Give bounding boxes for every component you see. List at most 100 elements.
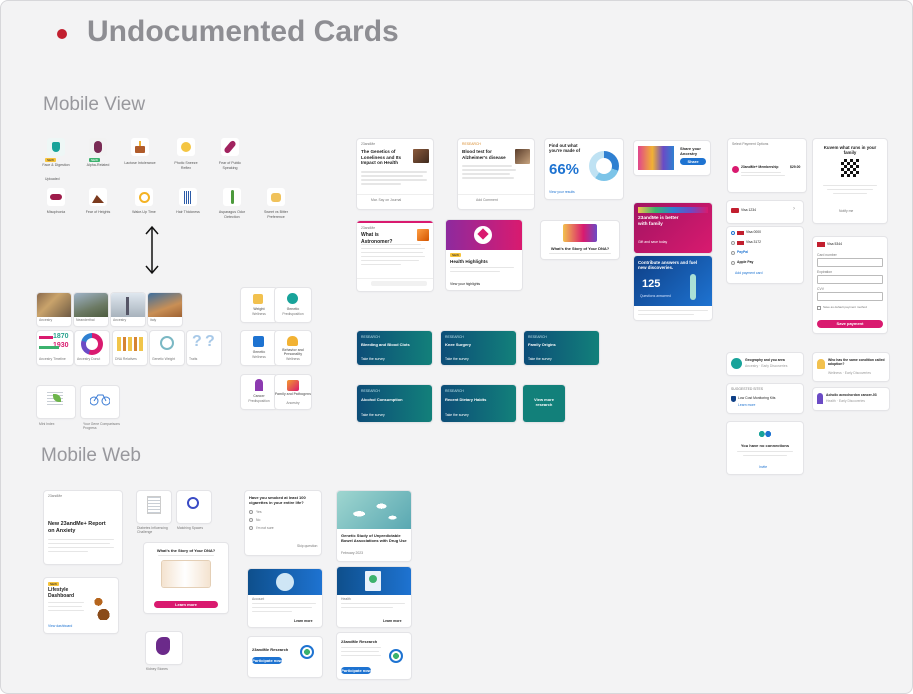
- invite-link[interactable]: Invite: [759, 465, 768, 469]
- dna-story-card[interactable]: What's the Story of Your DNA?: [541, 221, 619, 259]
- contribute-card[interactable]: Contribute answers and fuel new discover…: [634, 256, 712, 320]
- cake-icon[interactable]: [131, 138, 149, 156]
- payment-options-card[interactable]: Select Payment Options 23andMe+ Membersh…: [728, 139, 806, 192]
- payment-method[interactable]: Visa 1234: [741, 208, 757, 212]
- survey-action[interactable]: Take the survey: [445, 357, 469, 361]
- loneliness-card[interactable]: 23andMe The Genetics of Loneliness and I…: [357, 139, 433, 209]
- radio[interactable]: [249, 510, 253, 514]
- card-number-input[interactable]: [817, 258, 883, 267]
- card-footer[interactable]: Mar. Say on Journal: [371, 198, 402, 202]
- asparagus-icon[interactable]: [223, 188, 241, 206]
- bike-card[interactable]: [81, 386, 119, 418]
- card-footer[interactable]: View your highlights: [450, 282, 481, 286]
- photo-card[interactable]: Ancestry: [111, 293, 145, 326]
- payment-methods-card[interactable]: Visa 1234 ›: [727, 201, 803, 223]
- made-of-card[interactable]: Find out what you're made of 66% View yo…: [545, 139, 623, 199]
- shield-icon[interactable]: [47, 138, 65, 156]
- family-gift-card[interactable]: 23andMe is better with family Gift and s…: [634, 203, 712, 253]
- participate-button[interactable]: Participate now: [341, 667, 371, 674]
- card-form[interactable]: Visa 5344 Card number Expiration CVV Sav…: [813, 237, 887, 333]
- learn-more-link[interactable]: Learn more: [294, 619, 313, 623]
- survey-option[interactable]: No: [256, 518, 261, 522]
- smoking-survey-card[interactable]: Have you smoked at least 100 cigarettes …: [245, 491, 321, 555]
- payment-method[interactable]: Visa 0000: [746, 230, 762, 234]
- alzheimer-card[interactable]: RESEARCH Blood test for Alzheimer's dise…: [458, 139, 534, 209]
- survey-action[interactable]: Take the survey: [361, 413, 385, 417]
- comb-icon[interactable]: [179, 188, 197, 206]
- default-checkbox[interactable]: [817, 306, 821, 310]
- microphone-icon[interactable]: [221, 138, 239, 156]
- research-card[interactable]: 23andMe Research Participate now: [337, 633, 411, 679]
- hand-icon[interactable]: [267, 188, 285, 206]
- notify-link[interactable]: Notify me: [839, 209, 854, 213]
- astronomer-card[interactable]: 23andMe What is Astronomer?: [357, 221, 433, 291]
- learn-more-link[interactable]: Learn more: [383, 619, 402, 623]
- payment-methods-list[interactable]: Visa 0000 Visa 3172 PayPal Apple Pay Add…: [727, 227, 803, 283]
- share-ancestry-card[interactable]: Share your Ancestry Share: [634, 141, 710, 175]
- add-payment-link[interactable]: Add payment card: [735, 271, 763, 275]
- anxiety-card[interactable]: 23andMe New 23andMe+ Report on Anxiety: [44, 491, 122, 564]
- radio[interactable]: [731, 251, 735, 255]
- expiration-input[interactable]: [817, 275, 883, 284]
- survey-option[interactable]: Yes: [256, 510, 262, 514]
- timeline-card[interactable]: 1870 1930 Ancestry Timeline: [37, 331, 73, 365]
- payment-method[interactable]: PayPal: [737, 250, 749, 254]
- relatives-card[interactable]: DNA Relatives: [113, 331, 147, 365]
- cvv-input[interactable]: [817, 292, 883, 301]
- photo-card[interactable]: Ancestry: [37, 293, 71, 326]
- save-payment-button[interactable]: Save payment: [817, 320, 883, 328]
- radio[interactable]: [249, 518, 253, 522]
- dropdown-label[interactable]: Uploaded: [45, 177, 60, 181]
- alarm-icon[interactable]: [135, 188, 153, 206]
- misc-link[interactable]: Learn more: [738, 403, 756, 407]
- dashboard-link[interactable]: View dashboard: [48, 624, 73, 628]
- card-footer[interactable]: Add Comment: [476, 198, 498, 202]
- mini-index-card[interactable]: [37, 386, 75, 418]
- lips-icon[interactable]: [47, 188, 65, 206]
- participate-button[interactable]: Participate now: [252, 657, 282, 664]
- research-card[interactable]: 23andMe Research Participate now: [248, 637, 322, 677]
- payment-method[interactable]: Apple Pay: [737, 260, 754, 264]
- gift-link[interactable]: Gift and save today: [638, 240, 668, 244]
- who-has-card[interactable]: Who has the same condition called adopti…: [813, 353, 889, 381]
- traits-card[interactable]: ? ? Traits: [187, 331, 221, 365]
- report-card[interactable]: Health Learn more: [337, 567, 411, 627]
- person-icon[interactable]: [89, 138, 107, 156]
- radio[interactable]: [731, 261, 735, 265]
- pills-study-card[interactable]: Genetic Study of Unpredictable Bowel Ass…: [337, 491, 411, 561]
- card-footer[interactable]: View your results: [549, 190, 575, 194]
- skip-link[interactable]: Skip question: [297, 544, 318, 548]
- dna-story-web-card[interactable]: What's the Story of Your DNA? Learn more: [144, 543, 228, 613]
- health-highlights-card[interactable]: NEW Health Highlights View your highligh…: [446, 220, 522, 290]
- view-more-label[interactable]: View more research: [534, 397, 554, 407]
- web-tile[interactable]: [137, 491, 171, 523]
- photo-card[interactable]: Neanderthal: [74, 293, 108, 326]
- radio[interactable]: [249, 526, 253, 530]
- survey-action[interactable]: Take the survey: [528, 357, 552, 361]
- comment-box[interactable]: [371, 281, 427, 286]
- kidney-card[interactable]: [146, 632, 182, 664]
- learn-more-button[interactable]: Learn more: [154, 601, 218, 608]
- donut-card[interactable]: Ancestry Donut: [75, 331, 109, 365]
- photo-card[interactable]: Italy: [148, 293, 182, 326]
- family-runs-card[interactable]: Kuvem what runs in your family Notify me: [813, 139, 887, 223]
- view-more-research[interactable]: View more research: [523, 385, 565, 422]
- weight-card[interactable]: Genetic Weight: [150, 331, 184, 365]
- radio[interactable]: [731, 241, 735, 245]
- radio-selected[interactable]: [731, 231, 735, 235]
- share-button[interactable]: Share: [680, 158, 706, 165]
- payment-method[interactable]: Visa 3172: [746, 240, 762, 244]
